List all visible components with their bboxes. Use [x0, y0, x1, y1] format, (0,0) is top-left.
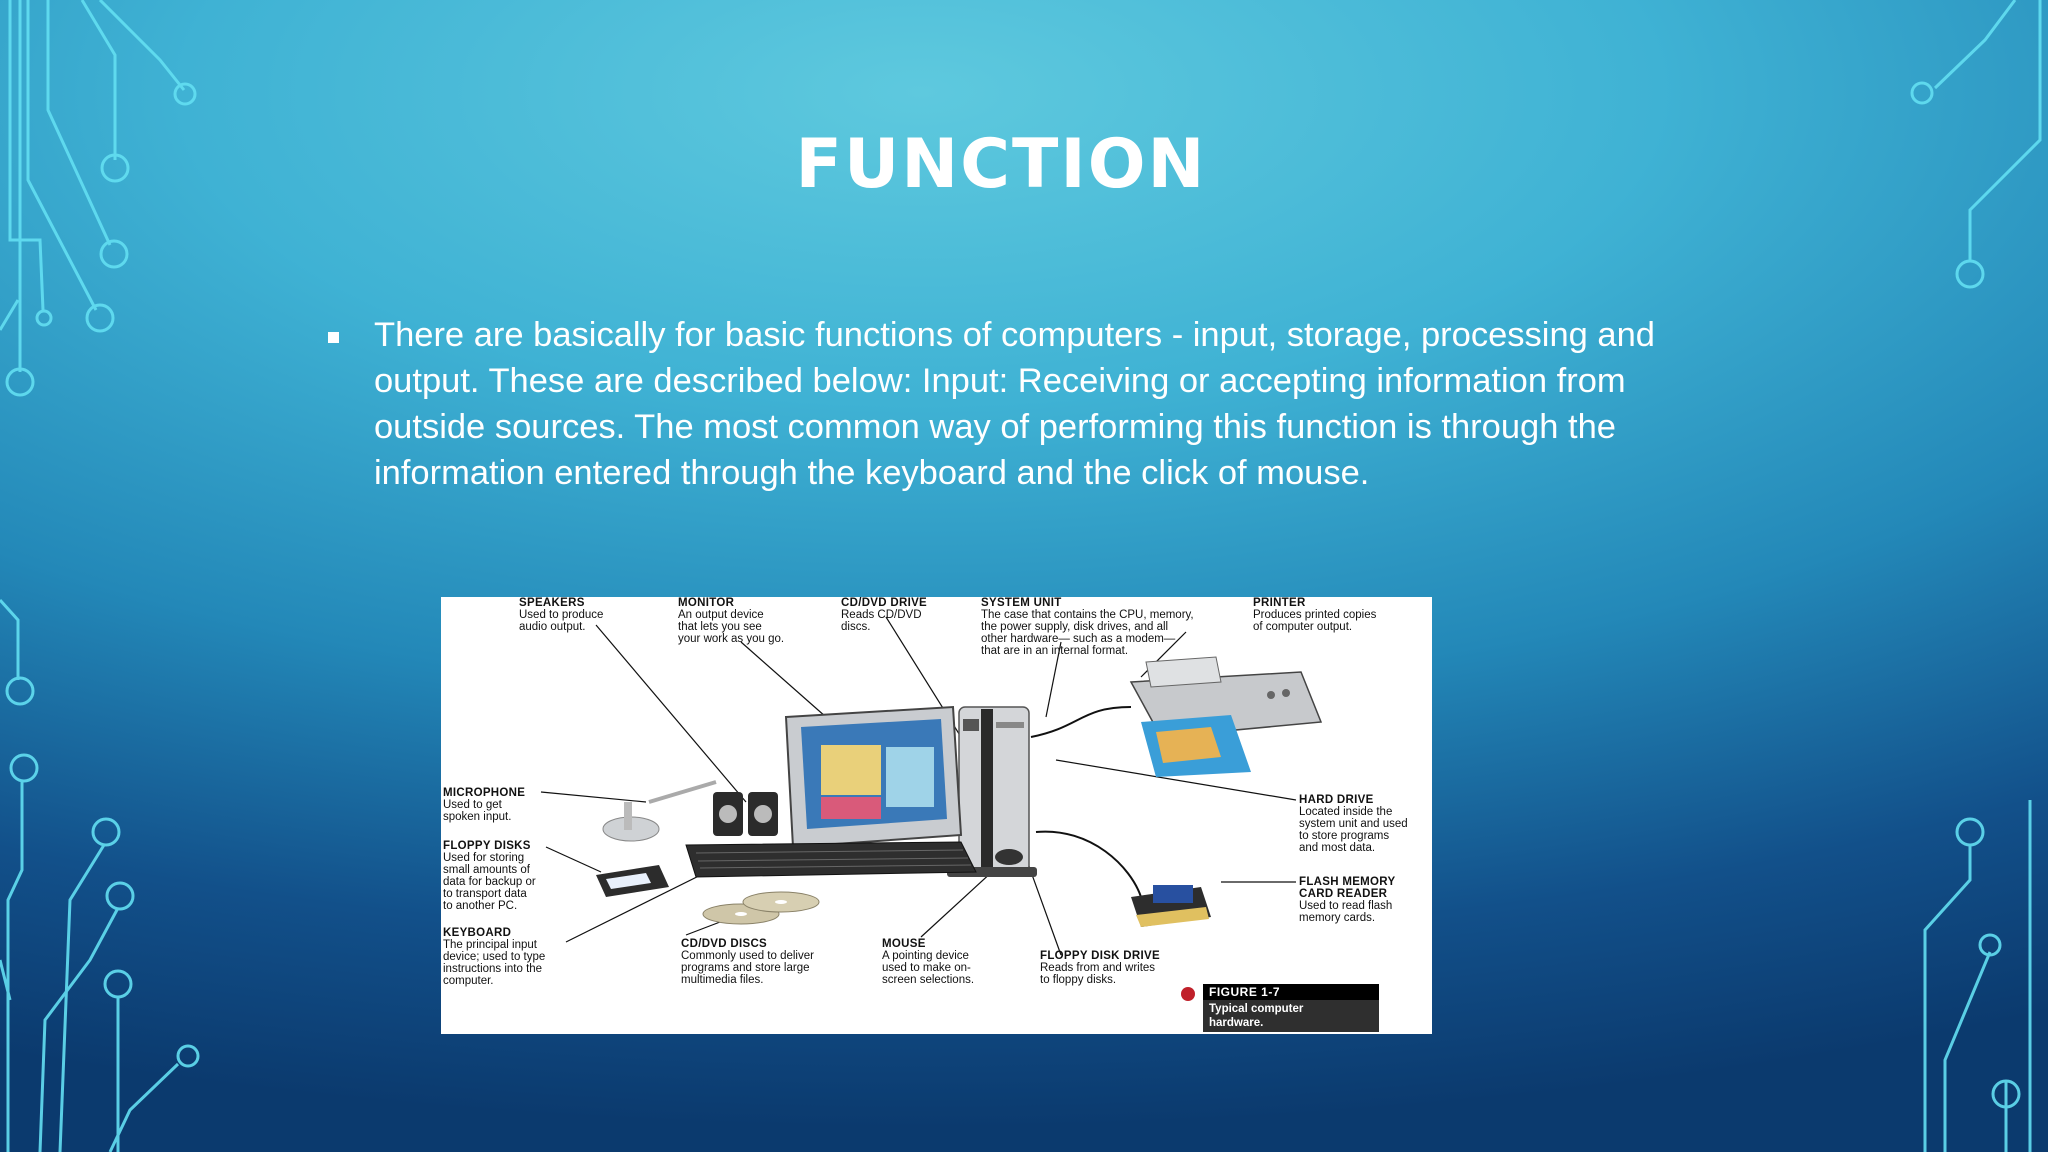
bullet-square-icon — [328, 332, 339, 343]
slide-title: FUNCTION — [795, 125, 1207, 204]
label-floppy-disks: FLOPPY DISKS Used for storing small amou… — [443, 840, 536, 912]
label-mouse: MOUSE A pointing device used to make on-… — [882, 938, 975, 986]
label-cd-dvd-drive: CD/DVD DRIVE Reads CD/DVD discs. — [841, 597, 928, 633]
figure-caption-text: Typical computer hardware. — [1209, 1003, 1304, 1029]
label-monitor: MONITOR An output device that lets you s… — [678, 597, 785, 645]
figure-marker-icon — [1181, 987, 1195, 1001]
label-floppy-disk-drive: FLOPPY DISK DRIVE Reads from and writes … — [1040, 950, 1160, 986]
label-speakers: SPEAKERS Used to produce audio output. — [519, 597, 604, 633]
computer-hardware-figure: SPEAKERS Used to produce audio output. M… — [441, 597, 1432, 1034]
label-cd-dvd-discs: CD/DVD DISCS Commonly used to deliver pr… — [681, 938, 814, 986]
bullet-text: There are basically for basic functions … — [374, 316, 1655, 492]
figure-number: FIGURE 1-7 — [1203, 984, 1379, 1000]
label-microphone: MICROPHONE Used to get spoken input. — [443, 787, 526, 823]
label-hard-drive: HARD DRIVE Located inside the system uni… — [1299, 794, 1408, 854]
label-flash-memory-card-reader: FLASH MEMORY CARD READER Used to read fl… — [1299, 876, 1396, 924]
label-system-unit: SYSTEM UNIT The case that contains the C… — [981, 597, 1194, 657]
label-printer: PRINTER Produces printed copies of compu… — [1253, 597, 1377, 633]
hardware-illustration — [540, 616, 1323, 956]
label-keyboard: KEYBOARD The principal input device; use… — [443, 927, 546, 987]
figure-caption: FIGURE 1-7 Typical computer hardware. — [1203, 984, 1379, 1032]
